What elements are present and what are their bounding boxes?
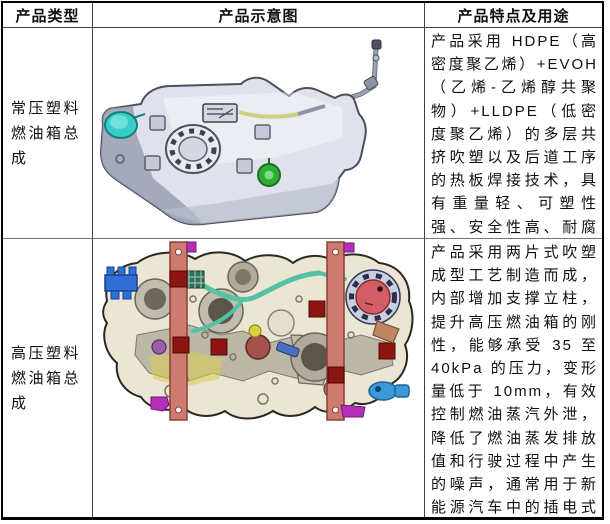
vent-valve-device	[202, 103, 238, 123]
normal-pressure-fuel-tank-image	[99, 39, 382, 226]
row1-product-type: 常压塑料燃油箱总成	[3, 28, 93, 239]
teal-filler-cap	[104, 111, 146, 139]
magenta-fittings	[150, 396, 366, 418]
copper-bracket	[372, 320, 400, 344]
header-product-diagram: 产品示意图	[93, 3, 425, 28]
tank-body	[99, 76, 367, 226]
fuel-pump-flange-ring	[165, 124, 221, 174]
row1-description: 产品采用 HDPE（高密度聚乙烯）+EVOH（乙烯-乙烯醇共聚物）+LLDPE（…	[425, 28, 602, 239]
blue-side-fitting	[368, 381, 410, 401]
pink-service-flange	[345, 269, 401, 325]
header-product-features: 产品特点及用途	[425, 3, 602, 28]
header-product-type: 产品类型	[3, 3, 93, 28]
vent-grid-component	[184, 270, 205, 289]
row2-description: 产品采用两片式吹塑成型工艺制造而成，内部增加支撑立柱，提升高压燃油箱的刚性，能够…	[425, 239, 602, 517]
row2-diagram-cell	[93, 239, 425, 517]
row2-product-type: 高压塑料燃油箱总成	[3, 239, 93, 517]
product-table: 产品类型 产品示意图 产品特点及用途 常压塑料燃油箱总成	[1, 1, 604, 520]
high-pressure-fuel-tank-image	[102, 241, 414, 421]
mounting-straps	[169, 241, 396, 421]
blue-connector-block	[104, 266, 138, 300]
row1-diagram-cell	[93, 28, 425, 239]
green-valve-cap	[257, 158, 281, 187]
